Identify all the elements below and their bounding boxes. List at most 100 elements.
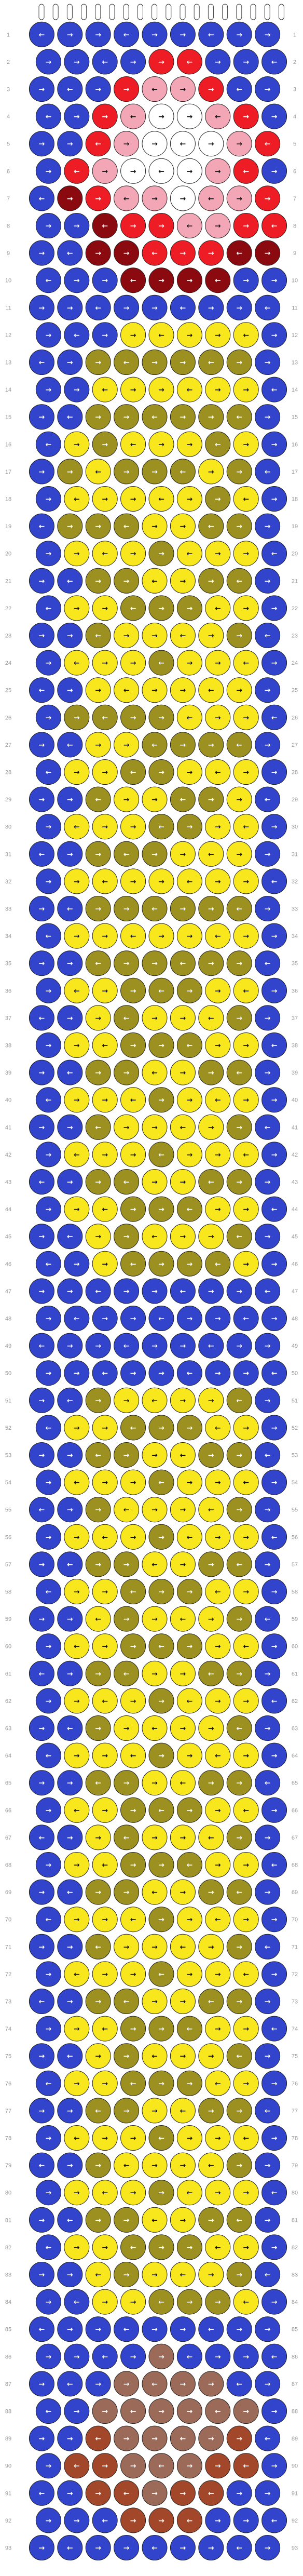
knot: ←	[261, 1196, 287, 1222]
knot: →	[120, 1961, 146, 1987]
knot-arrow-icon: →	[39, 2435, 45, 2443]
knot-arrow-icon: ←	[271, 714, 278, 722]
knot: →	[261, 322, 287, 348]
knot: →	[176, 2398, 202, 2424]
knot-arrow-icon: →	[130, 1643, 136, 1651]
knot-arrow-icon: ←	[208, 1014, 214, 1023]
knot-arrow-icon: →	[236, 960, 242, 968]
knot: →	[64, 49, 90, 75]
knot: →	[142, 1333, 168, 1359]
knot: ←	[205, 1087, 231, 1113]
knot-arrow-icon: ←	[187, 2353, 193, 2361]
knot: →	[261, 1142, 287, 1168]
knot-arrow-icon: →	[46, 331, 52, 340]
knot: →	[176, 2234, 202, 2260]
row-number-right: 2	[293, 59, 296, 65]
knot: →	[85, 21, 111, 47]
knot-arrow-icon: ←	[46, 1096, 52, 1105]
knot: →	[205, 2289, 231, 2315]
knot-arrow-icon: →	[67, 195, 73, 203]
knot: →	[35, 1524, 61, 1550]
knot-arrow-icon: →	[74, 714, 80, 722]
knot: →	[198, 1387, 224, 1413]
knot-arrow-icon: →	[236, 2435, 242, 2443]
knot: ←	[142, 2043, 168, 2069]
knot: →	[57, 2098, 83, 2124]
knot: →	[198, 732, 224, 758]
knot: ←	[35, 2398, 61, 2424]
knot: →	[148, 759, 174, 785]
knot-arrow-icon: →	[102, 167, 108, 176]
knot: →	[85, 1169, 111, 1195]
row-number-right: 93	[292, 2545, 298, 2552]
knot-arrow-icon: →	[243, 1861, 249, 1870]
knot: ←	[148, 486, 174, 512]
knot: →	[120, 2180, 146, 2206]
knot-arrow-icon: →	[46, 2135, 52, 2143]
knot: ←	[35, 2070, 61, 2096]
row-number-right: 16	[292, 441, 298, 448]
knot: ←	[92, 2016, 118, 2042]
knot: →	[226, 841, 252, 867]
knot: →	[226, 185, 252, 211]
knot: →	[35, 158, 61, 184]
knot: →	[198, 623, 224, 648]
knot: →	[114, 2425, 140, 2451]
knot-arrow-icon: →	[180, 249, 186, 258]
knot: →	[142, 2316, 168, 2342]
knot: →	[142, 2480, 168, 2506]
knot: →	[57, 2316, 83, 2342]
knot: ←	[57, 76, 83, 102]
knot-arrow-icon: →	[215, 1315, 221, 1323]
knot: →	[142, 1989, 168, 2014]
knot-arrow-icon: ←	[67, 2544, 73, 2553]
knot: →	[255, 2316, 281, 2342]
row-number-right: 17	[292, 469, 298, 475]
knot-arrow-icon: →	[39, 2380, 45, 2389]
knot-arrow-icon: ←	[130, 932, 136, 941]
row-number-right: 45	[292, 1234, 298, 1240]
row-number-left: 26	[5, 715, 11, 721]
row-number-left: 75	[5, 2054, 11, 2060]
knot: →	[198, 2535, 224, 2560]
knot-arrow-icon: →	[158, 277, 164, 285]
knot: →	[176, 267, 202, 293]
knot-arrow-icon: →	[152, 1779, 158, 1788]
knot-arrow-icon: ←	[180, 632, 186, 640]
knot: ←	[233, 1633, 259, 1659]
row-number-left: 62	[5, 1698, 11, 1705]
knot-arrow-icon: →	[130, 1042, 136, 1050]
knot: →	[170, 732, 196, 758]
knot-arrow-icon: →	[180, 577, 186, 585]
knot: →	[226, 2098, 252, 2124]
knot: ←	[85, 1442, 111, 1468]
knot-arrow-icon: →	[180, 1834, 186, 1842]
knot-arrow-icon: ←	[46, 2244, 52, 2252]
knot: ←	[226, 896, 252, 921]
knot-arrow-icon: ←	[102, 1042, 108, 1050]
knot-arrow-icon: →	[271, 1643, 278, 1651]
knot: ←	[114, 677, 140, 703]
knot-arrow-icon: →	[74, 1916, 80, 1924]
row-number-right: 53	[292, 1453, 298, 1459]
knot-arrow-icon: ←	[208, 850, 214, 858]
knot-arrow-icon: →	[130, 1370, 136, 1378]
knot: →	[170, 1005, 196, 1031]
knot: →	[261, 1633, 287, 1659]
knot: →	[85, 1989, 111, 2014]
row-number-right: 5	[293, 141, 296, 147]
knot: ←	[142, 896, 168, 921]
knot-arrow-icon: →	[130, 58, 136, 66]
knot: →	[255, 1333, 281, 1359]
knot-arrow-icon: →	[46, 1042, 52, 1050]
knot-arrow-icon: →	[102, 1916, 108, 1924]
knot-arrow-icon: ←	[265, 796, 271, 804]
knot-arrow-icon: ←	[152, 577, 158, 585]
knot-arrow-icon: ←	[123, 359, 130, 367]
knot-arrow-icon: →	[208, 2271, 214, 2279]
knot: ←	[261, 1524, 287, 1550]
knot-arrow-icon: →	[187, 2298, 193, 2306]
row-number-right: 71	[292, 1944, 298, 1950]
knot-arrow-icon: →	[74, 1861, 80, 1870]
knot: →	[29, 1934, 54, 1960]
